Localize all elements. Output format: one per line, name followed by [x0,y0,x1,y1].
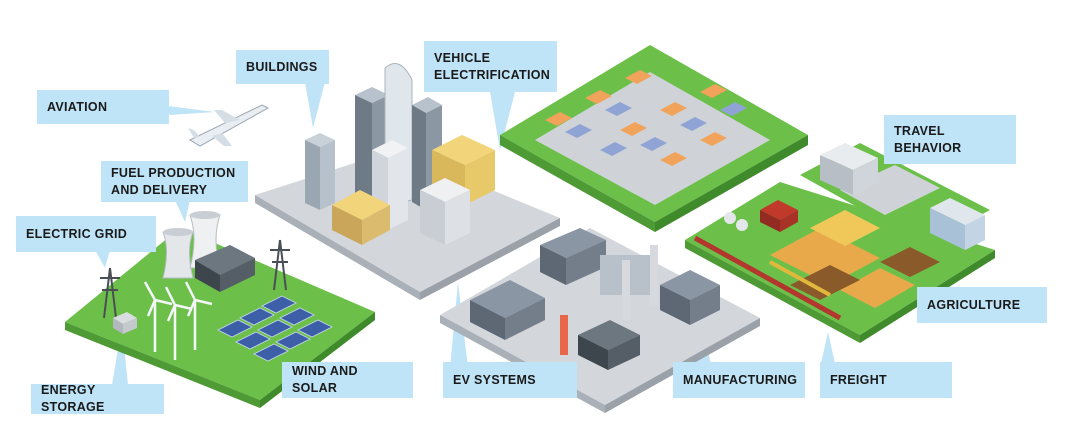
ev-systems-label: EV SYSTEMS [443,362,577,398]
energy-storage-label: ENERGY STORAGE [31,383,164,414]
fuel-production-label: FUEL PRODUCTION AND DELIVERY [101,161,248,202]
buildings-label: BUILDINGS [236,50,329,84]
aviation-label: AVIATION [37,90,169,124]
residential-neighborhood-block [500,45,808,232]
vehicle-electrification-label: VEHICLE ELECTRIFICATION [424,41,557,92]
freight-label: FREIGHT [820,362,952,398]
travel-behavior-label: TRAVEL BEHAVIOR [884,115,1016,164]
city-buildings-block [255,63,560,300]
electric-grid-label: ELECTRIC GRID [16,216,156,252]
wind-and-solar-label: WIND AND SOLAR [282,362,413,398]
agriculture-label: AGRICULTURE [917,287,1047,323]
manufacturing-label: MANUFACTURING [673,362,805,398]
travel-block [800,143,990,250]
airplane-illustration [188,104,270,147]
